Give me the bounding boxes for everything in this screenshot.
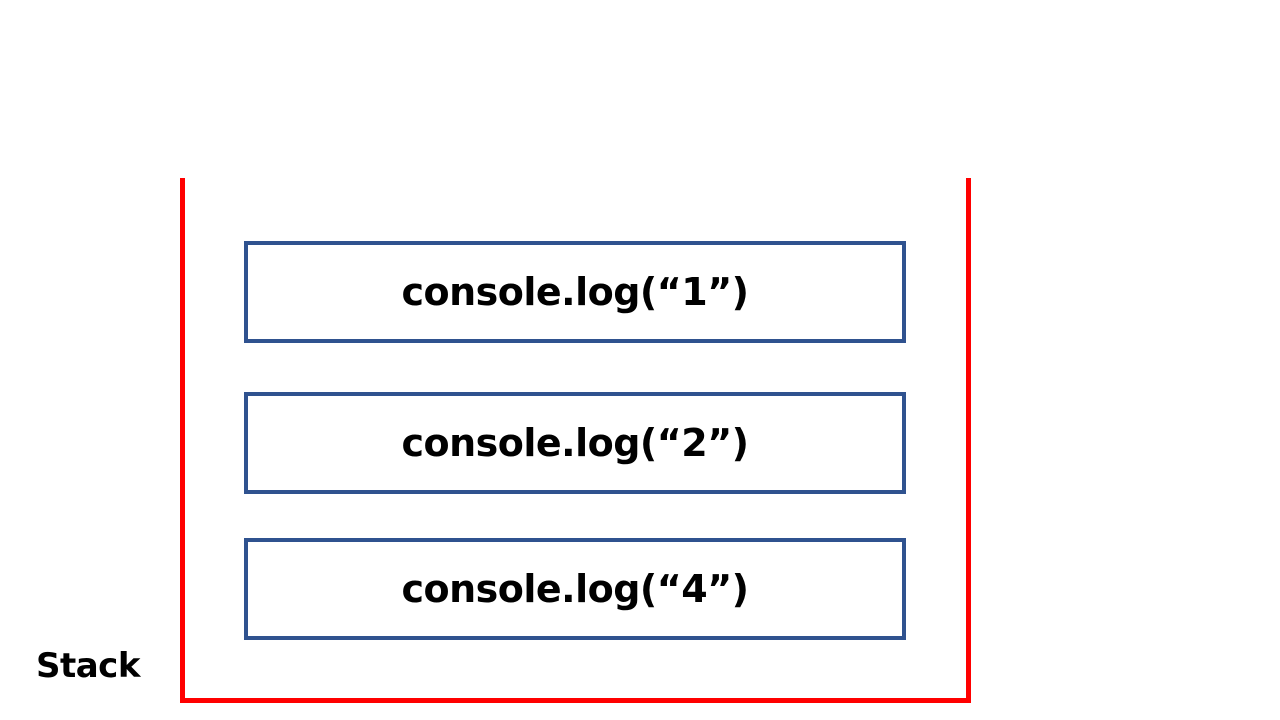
stack-frame-text: console.log(“2”) — [401, 421, 749, 465]
stack-label: Stack — [36, 646, 140, 686]
stack-frame-3: console.log(“4”) — [244, 538, 906, 640]
stack-frame-1: console.log(“1”) — [244, 241, 906, 343]
stack-frame-text: console.log(“1”) — [401, 270, 749, 314]
stack-frame-2: console.log(“2”) — [244, 392, 906, 494]
stack-container — [180, 178, 971, 703]
stack-frame-text: console.log(“4”) — [401, 567, 749, 611]
